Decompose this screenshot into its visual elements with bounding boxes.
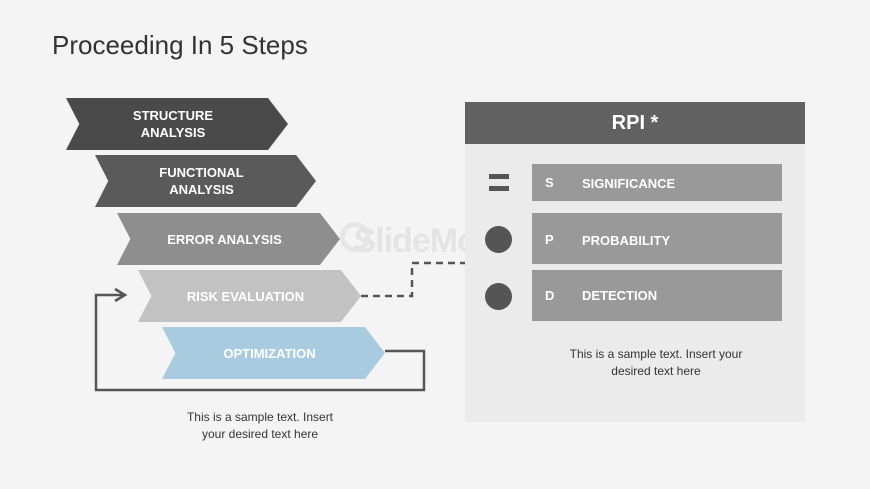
rpi-row-significance: S SIGNIFICANCE xyxy=(532,164,782,201)
equals-icon-top xyxy=(489,174,509,179)
rpi-row-label: DETECTION xyxy=(582,288,658,303)
rpi-row-label: SIGNIFICANCE xyxy=(582,176,676,191)
left-caption: This is a sample text. Insert your desir… xyxy=(186,410,334,441)
rpi-row-letter: S xyxy=(545,175,554,190)
rpi-row-letter: D xyxy=(545,288,555,303)
step-functional-analysis: FUNCTIONAL ANALYSIS xyxy=(95,155,316,207)
rpi-row-letter: P xyxy=(545,232,554,247)
multiply-dot-icon xyxy=(485,283,512,310)
step-label: RISK EVALUATION xyxy=(186,288,305,304)
slide-title: Proceeding In 5 Steps xyxy=(52,30,308,60)
rpi-row-probability: P PROBABILITY xyxy=(532,213,782,264)
rpi-row-detection: D DETECTION xyxy=(532,270,782,321)
step-error-analysis: ERROR ANALYSIS xyxy=(117,213,340,265)
equals-icon-bottom xyxy=(489,186,509,191)
multiply-dot-icon xyxy=(485,226,512,253)
step-structure-analysis: STRUCTURE ANALYSIS xyxy=(66,98,288,150)
rpi-header: RPI * xyxy=(465,102,805,144)
step-label: OPTIMIZATION xyxy=(223,345,316,361)
rpi-caption: This is a sample text. Insert your desir… xyxy=(569,347,743,378)
loop-connector xyxy=(94,293,426,392)
step-label: FUNCTIONAL ANALYSIS xyxy=(159,165,244,197)
dashed-connector xyxy=(361,261,466,298)
step-label: ERROR ANALYSIS xyxy=(167,231,282,247)
step-risk-evaluation: RISK EVALUATION xyxy=(138,270,361,322)
rpi-row-label: PROBABILITY xyxy=(582,233,671,248)
loop-arrowhead-icon xyxy=(114,287,128,303)
step-label: STRUCTURE ANALYSIS xyxy=(132,108,214,140)
step-optimization: OPTIMIZATION xyxy=(162,327,385,379)
watermark-logo-icon xyxy=(340,222,370,252)
rpi-title: RPI * xyxy=(611,111,659,134)
